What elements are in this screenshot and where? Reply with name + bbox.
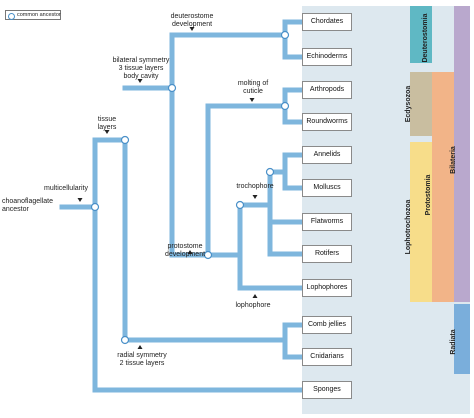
band-radiata: [454, 304, 470, 374]
event-multicellularity: multicellularity: [44, 185, 88, 192]
band-bilateria: [454, 6, 470, 302]
arrow-molting: [249, 98, 255, 102]
group-label-bilateria: Bilateria: [450, 146, 457, 174]
arrow-bilateral: [137, 79, 143, 83]
group-label-deuterostomia: Deuterostomia: [422, 13, 429, 63]
event-molting: molting of cuticle: [237, 80, 269, 95]
group-label-lophotrochozoa: Lophotrochozoa: [405, 199, 412, 255]
legend-label: common ancestor: [17, 12, 61, 18]
taxon-arthropods: Arthropods: [302, 81, 352, 99]
band-protostomia: [432, 72, 454, 302]
ancestor-node: [280, 101, 290, 111]
band-deuterostomia: [410, 6, 432, 63]
arrow-radial: [137, 345, 143, 349]
band-ecdysozoa: [410, 72, 432, 136]
ancestor-node: [90, 202, 100, 212]
taxon-sponges: Sponges: [302, 381, 352, 399]
taxon-lophophores: Lophophores: [302, 279, 352, 297]
event-trochophore: trochophore: [236, 183, 274, 190]
taxon-rotifers: Rotifers: [302, 245, 352, 263]
ancestor-node: [265, 167, 275, 177]
arrow-deuterostome: [189, 27, 195, 31]
event-radial-symmetry: radial symmetry 2 tissue layers: [117, 352, 167, 367]
event-tissue-layers: tissue layers: [97, 116, 117, 131]
group-label-ecdysozoa: Ecdysozoa: [405, 85, 412, 123]
ancestor-node: [280, 30, 290, 40]
arrow-trochophore: [252, 195, 258, 199]
arrow-multicellularity: [77, 198, 83, 202]
taxon-annelids: Annelids: [302, 146, 352, 164]
band-lophotrochozoa: [410, 142, 432, 302]
taxon-chordates: Chordates: [302, 13, 352, 31]
arrow-protostome: [187, 250, 193, 254]
ancestor-node: [167, 83, 177, 93]
ancestor-node: [120, 335, 130, 345]
taxon-flatworms: Flatworms: [302, 213, 352, 231]
ancestor-node: [120, 135, 130, 145]
group-label-radiata: Radiata: [450, 329, 457, 355]
legend: common ancestor: [5, 10, 61, 20]
taxon-roundworms: Roundworms: [302, 113, 352, 131]
taxon-molluscs: Molluscs: [302, 179, 352, 197]
circle-icon: [8, 12, 15, 20]
taxon-cnidarians: Cnidarians: [302, 348, 352, 366]
event-bilateral-symmetry: bilateral symmetry 3 tissue layers body …: [112, 57, 170, 80]
group-label-protostomia: Protostomia: [425, 174, 432, 216]
root-label: choanoflagellate ancestor: [2, 198, 53, 213]
event-deuterostome: deuterostome development: [170, 13, 214, 28]
taxon-comb-jellies: Comb jellies: [302, 316, 352, 334]
event-lophophore: lophophore: [235, 302, 271, 309]
taxon-echinoderms: Echinoderms: [302, 48, 352, 66]
arrow-tissue-layers: [104, 130, 110, 134]
ancestor-node: [203, 250, 213, 260]
event-protostome: protostome development: [164, 243, 206, 258]
ancestor-node: [235, 200, 245, 210]
arrow-lophophore: [252, 294, 258, 298]
